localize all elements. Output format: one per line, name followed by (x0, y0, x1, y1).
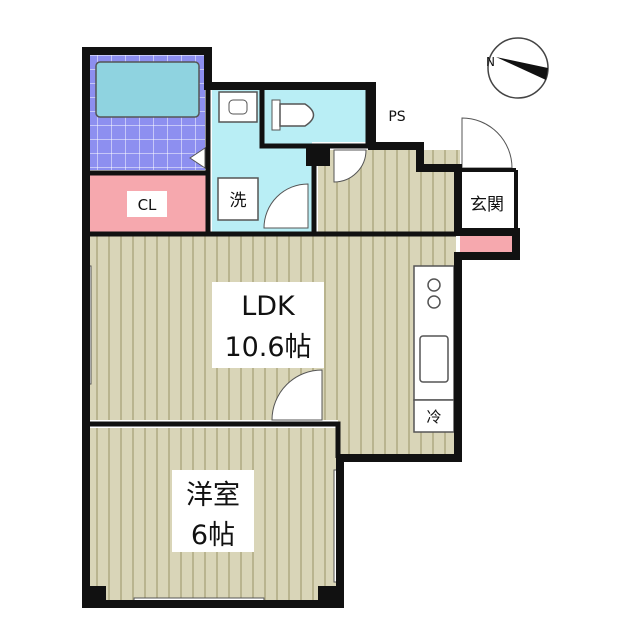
pipe-space: PS (378, 96, 416, 134)
wash-basin-bowl (228, 99, 248, 115)
ldk-door-swing (271, 369, 323, 421)
washroom-label: 洗 (230, 191, 247, 211)
bathtub (95, 61, 200, 118)
compass-needle (496, 57, 548, 80)
refrigerator-box (413, 399, 455, 433)
western-room: 洋室 6帖 (90, 428, 343, 607)
washing-machine-box (217, 177, 259, 221)
western-room-size: 6帖 (191, 520, 235, 551)
entrance-floor (460, 234, 514, 254)
kitchen-sink (419, 335, 449, 383)
stove-burner-bottom (427, 295, 441, 309)
washroom-door-swing (263, 183, 309, 229)
toilet-room (264, 90, 368, 142)
compass: N (486, 37, 549, 99)
ldk-size: 10.6帖 (224, 332, 311, 363)
ldk-label-box (212, 282, 324, 368)
ldk-room: LDK 10.6帖 (82, 236, 456, 456)
bathroom-drain-step (189, 147, 206, 169)
column-hall (306, 144, 330, 166)
entrance-label: 玄関 (470, 195, 504, 215)
entrance-door-swing (461, 117, 513, 169)
closet-label: CL (138, 196, 157, 214)
inner-walls (86, 51, 456, 458)
entrance: 玄関 (460, 117, 514, 254)
toilet-door-swing (333, 149, 367, 183)
walls (82, 47, 520, 608)
pipe-space-box (378, 96, 416, 134)
kitchen: 冷 (413, 265, 455, 433)
stove-burner-top (427, 278, 441, 292)
entrance-walls (458, 168, 518, 256)
column-bottom-right (318, 586, 342, 608)
column-bottom-left (82, 586, 106, 608)
closet-label-box (127, 191, 167, 217)
toilet-bowl (279, 103, 315, 127)
western-room-name: 洋室 (186, 480, 240, 511)
refrigerator-label: 冷 (426, 408, 441, 426)
bathroom (90, 55, 206, 170)
toilet-tank (271, 99, 281, 131)
entrance-label-box (463, 188, 511, 218)
pipe-space-label: PS (388, 109, 405, 125)
wall-columns (82, 144, 342, 608)
compass-north-label: N (486, 55, 495, 69)
ldk-name: LDK (241, 291, 296, 322)
western-room-label-box (172, 470, 254, 552)
hallway (318, 149, 460, 232)
outer-wall (82, 47, 520, 608)
